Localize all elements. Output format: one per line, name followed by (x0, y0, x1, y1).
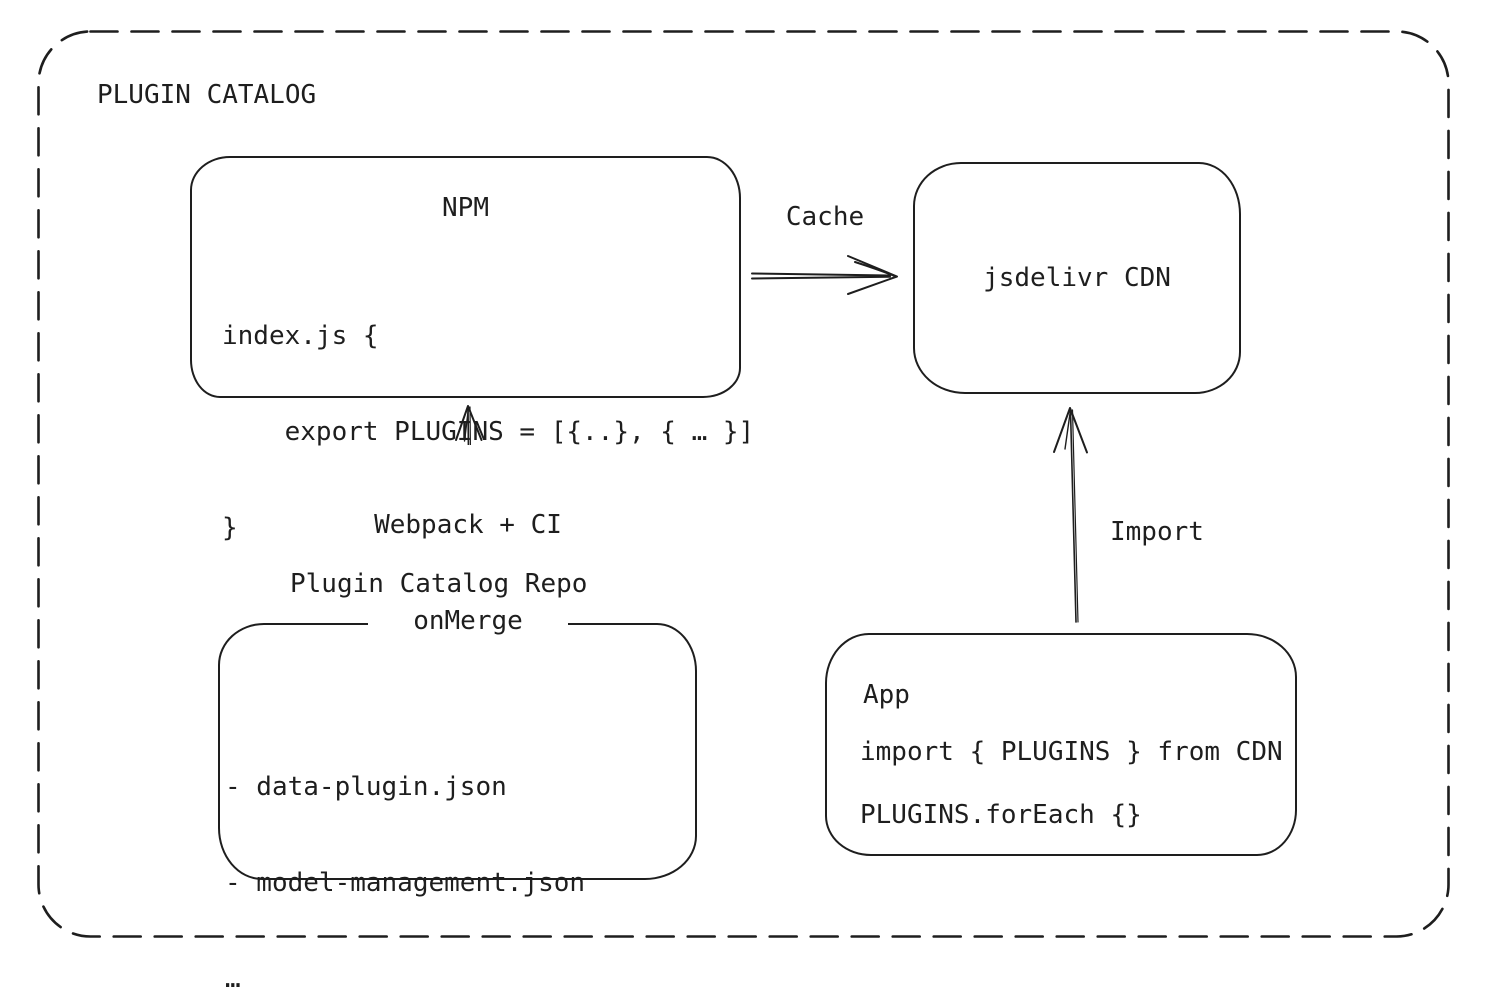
npm-code-line: export PLUGINS = [{..}, { … }] (222, 417, 755, 447)
app-node (825, 633, 1297, 856)
npm-node (190, 156, 741, 398)
cache-arrow (751, 255, 898, 295)
app-node-title: App (863, 680, 910, 710)
npm-code-block: index.js { export PLUGINS = [{..}, { … }… (222, 256, 754, 608)
cdn-node-label: jsdelivr CDN (983, 263, 1171, 293)
repo-file-item: - model-management.json (225, 868, 586, 898)
build-arrow-label: Webpack + CI onMerge (368, 445, 568, 701)
catalog-boundary (37, 30, 1450, 938)
app-code-line: PLUGINS.forEach {} (860, 800, 1142, 830)
import-arrow-label: Import (1110, 517, 1204, 547)
repo-file-item: … (225, 964, 241, 994)
npm-node-title: NPM (442, 193, 489, 223)
build-arrow-label-line: onMerge (413, 606, 523, 636)
build-arrow-label-line: Webpack + CI (374, 510, 562, 540)
npm-code-line: index.js { (222, 321, 379, 351)
app-code-line: import { PLUGINS } from CDN (860, 737, 1283, 767)
import-arrow (1053, 407, 1088, 623)
npm-code-line: } (222, 513, 238, 543)
cdn-node: jsdelivr CDN (913, 162, 1241, 394)
cache-arrow-label: Cache (785, 202, 865, 232)
repo-node-heading: Plugin Catalog Repo (290, 569, 588, 599)
repo-file-item: - data-plugin.json (225, 772, 507, 802)
diagram-title: PLUGIN CATALOG (97, 80, 317, 110)
repo-file-list: - data-plugin.json - model-management.js… (225, 707, 585, 1002)
